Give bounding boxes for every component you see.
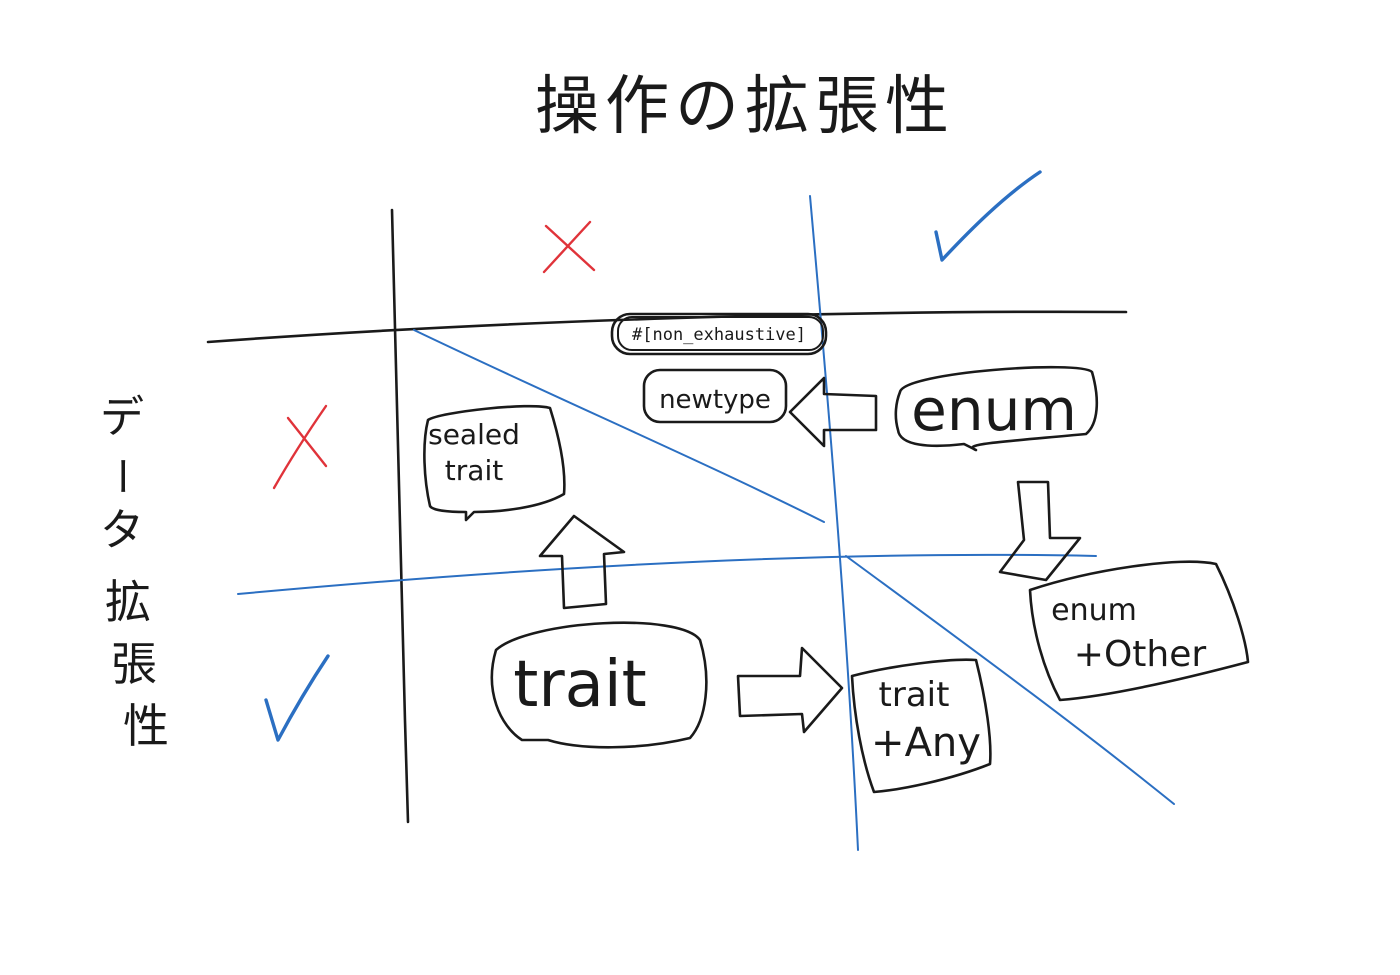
sealed-trait-box: sealed trait	[423, 404, 566, 522]
row-axis-char: 張	[111, 637, 157, 691]
trait-any-label-line2: +Any	[871, 720, 981, 766]
diagram-title: 操作の拡張性	[535, 70, 955, 144]
row-axis-label: デ ー タ 拡 張 性	[98, 392, 169, 753]
row-no-mark	[272, 404, 328, 490]
trait-box: trait	[490, 621, 708, 749]
row-axis-char: 拡	[105, 575, 151, 629]
enum-box: enum	[894, 365, 1099, 452]
column-yes-mark	[934, 170, 1042, 262]
non-exhaustive-label: #[non_exhaustive]	[632, 325, 806, 345]
row-axis-char: タ	[100, 505, 144, 556]
non-exhaustive-box: #[non_exhaustive]	[610, 312, 828, 356]
row-axis-char: デ	[100, 392, 144, 443]
enum-other-label-line2: +Other	[1074, 634, 1207, 675]
enum-other-label-line1: enum	[1051, 593, 1137, 628]
row-yes-mark	[264, 654, 330, 742]
enum-other-box: enum +Other	[1028, 560, 1250, 702]
blue-horizontal-line	[237, 553, 1097, 595]
newtype-label: newtype	[659, 385, 771, 415]
newtype-box: newtype	[642, 368, 788, 424]
blue-vertical-line	[809, 195, 859, 851]
trait-any-box: trait +Any	[850, 658, 992, 794]
arrow-trait-to-sealed-trait	[538, 514, 626, 610]
row-axis-char: ー	[98, 456, 144, 496]
blue-diagonal-lower	[845, 555, 1175, 805]
trait-label: trait	[513, 648, 647, 722]
row-axis-char: 性	[123, 699, 169, 753]
blue-diagonal-upper	[413, 329, 825, 523]
sealed-trait-label-line1: sealed	[428, 418, 520, 451]
column-no-mark	[542, 220, 596, 274]
arrow-trait-to-trait-any	[736, 646, 844, 734]
arrow-enum-to-newtype	[788, 376, 878, 448]
arrow-enum-to-enum-other	[998, 480, 1082, 582]
grid-horizontal-line	[206, 310, 1128, 344]
trait-any-label-line1: trait	[879, 675, 950, 715]
sealed-trait-label-line2: trait	[445, 454, 503, 487]
enum-label: enum	[911, 376, 1077, 444]
grid-vertical-line	[390, 208, 410, 824]
